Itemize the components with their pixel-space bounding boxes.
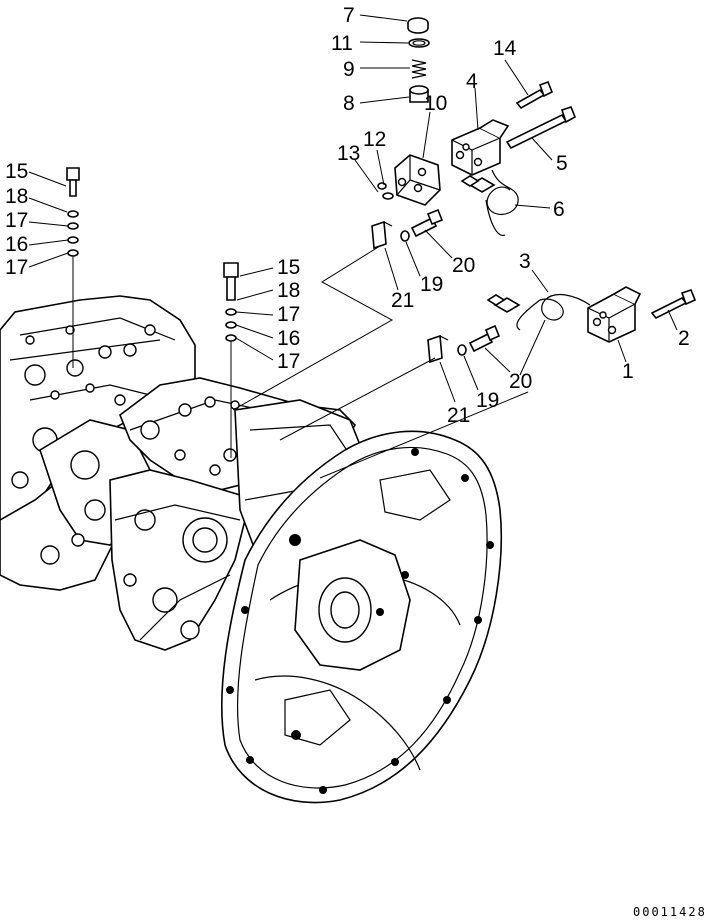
callout-2: 2 (678, 327, 690, 350)
leader-lines (28, 14, 678, 479)
callout-16-left: 16 (5, 233, 28, 256)
flywheel-housing (220, 430, 503, 804)
callout-14: 14 (493, 37, 517, 60)
callout-12: 12 (363, 128, 386, 151)
callout-20-upper: 20 (452, 254, 475, 277)
callout-4: 4 (466, 70, 478, 93)
callout-16-mid: 16 (277, 327, 300, 350)
callout-17-left-b: 17 (5, 256, 28, 279)
callout-17-mid-b: 17 (277, 350, 300, 373)
callout-11: 11 (331, 32, 353, 55)
callout-19-lower: 19 (476, 389, 499, 412)
plug-stack-middle (223, 262, 239, 458)
callout-21-lower: 21 (447, 404, 470, 427)
callout-7: 7 (343, 4, 355, 27)
callout-19-upper: 19 (420, 273, 443, 296)
callout-17-mid-a: 17 (277, 303, 300, 326)
callout-6: 6 (553, 198, 565, 221)
callout-21-upper: 21 (391, 289, 414, 312)
callout-1: 1 (622, 360, 634, 383)
callout-17-left-a: 17 (5, 209, 28, 232)
callout-15-left: 15 (5, 160, 28, 183)
solenoid-valve-4 (451, 80, 577, 236)
callout-labels: 7 11 9 8 10 14 4 5 12 13 6 15 18 17 16 1… (5, 4, 690, 427)
callout-15-mid: 15 (277, 256, 300, 279)
callout-18-mid: 18 (277, 279, 300, 302)
callout-18-left: 18 (5, 185, 28, 208)
callout-3: 3 (519, 250, 531, 273)
callout-10: 10 (424, 92, 447, 115)
solenoid-valve-1 (486, 286, 697, 343)
callout-8: 8 (343, 92, 355, 115)
callout-13: 13 (337, 142, 360, 165)
callout-9: 9 (343, 58, 355, 81)
callout-5: 5 (556, 152, 568, 175)
callout-20-lower: 20 (509, 370, 532, 393)
solenoid-valve-upper (377, 17, 441, 206)
catalog-code: 00011428 (633, 905, 707, 919)
mounting-hardware (371, 208, 501, 364)
